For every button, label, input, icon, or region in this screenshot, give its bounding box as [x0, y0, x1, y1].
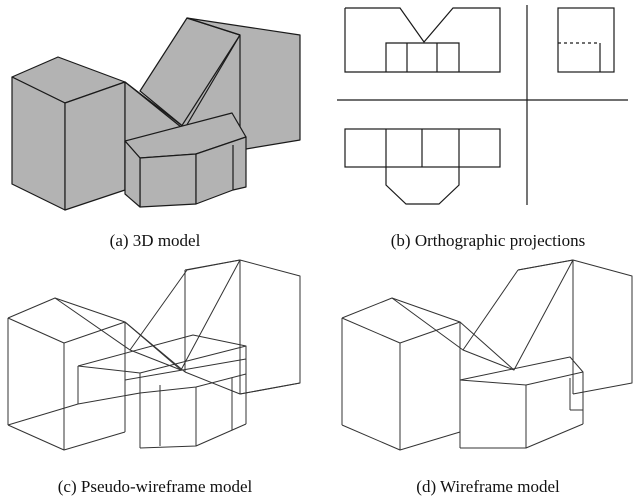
groove-edge-right — [180, 34, 241, 128]
left-block-side — [64, 81, 126, 211]
bracket-left — [124, 140, 141, 208]
caption-wireframe: (d) Wireframe model — [416, 477, 560, 496]
bracket-front — [139, 153, 197, 208]
caption-3d-model: (a) 3D model — [110, 231, 201, 250]
groove-ridge — [186, 17, 241, 36]
groove-edge-left — [124, 81, 182, 128]
caption-pseudo-wireframe: (c) Pseudo-wireframe model — [58, 477, 253, 496]
panel-wireframe — [341, 259, 633, 451]
caption-orthographic: (b) Orthographic projections — [391, 231, 586, 250]
panel-pseudo-wireframe — [7, 259, 301, 451]
front-view — [344, 7, 501, 73]
side-view — [557, 7, 615, 73]
panel-3d-model — [11, 17, 301, 211]
top-view — [344, 128, 501, 205]
panel-orthographic — [337, 5, 628, 205]
